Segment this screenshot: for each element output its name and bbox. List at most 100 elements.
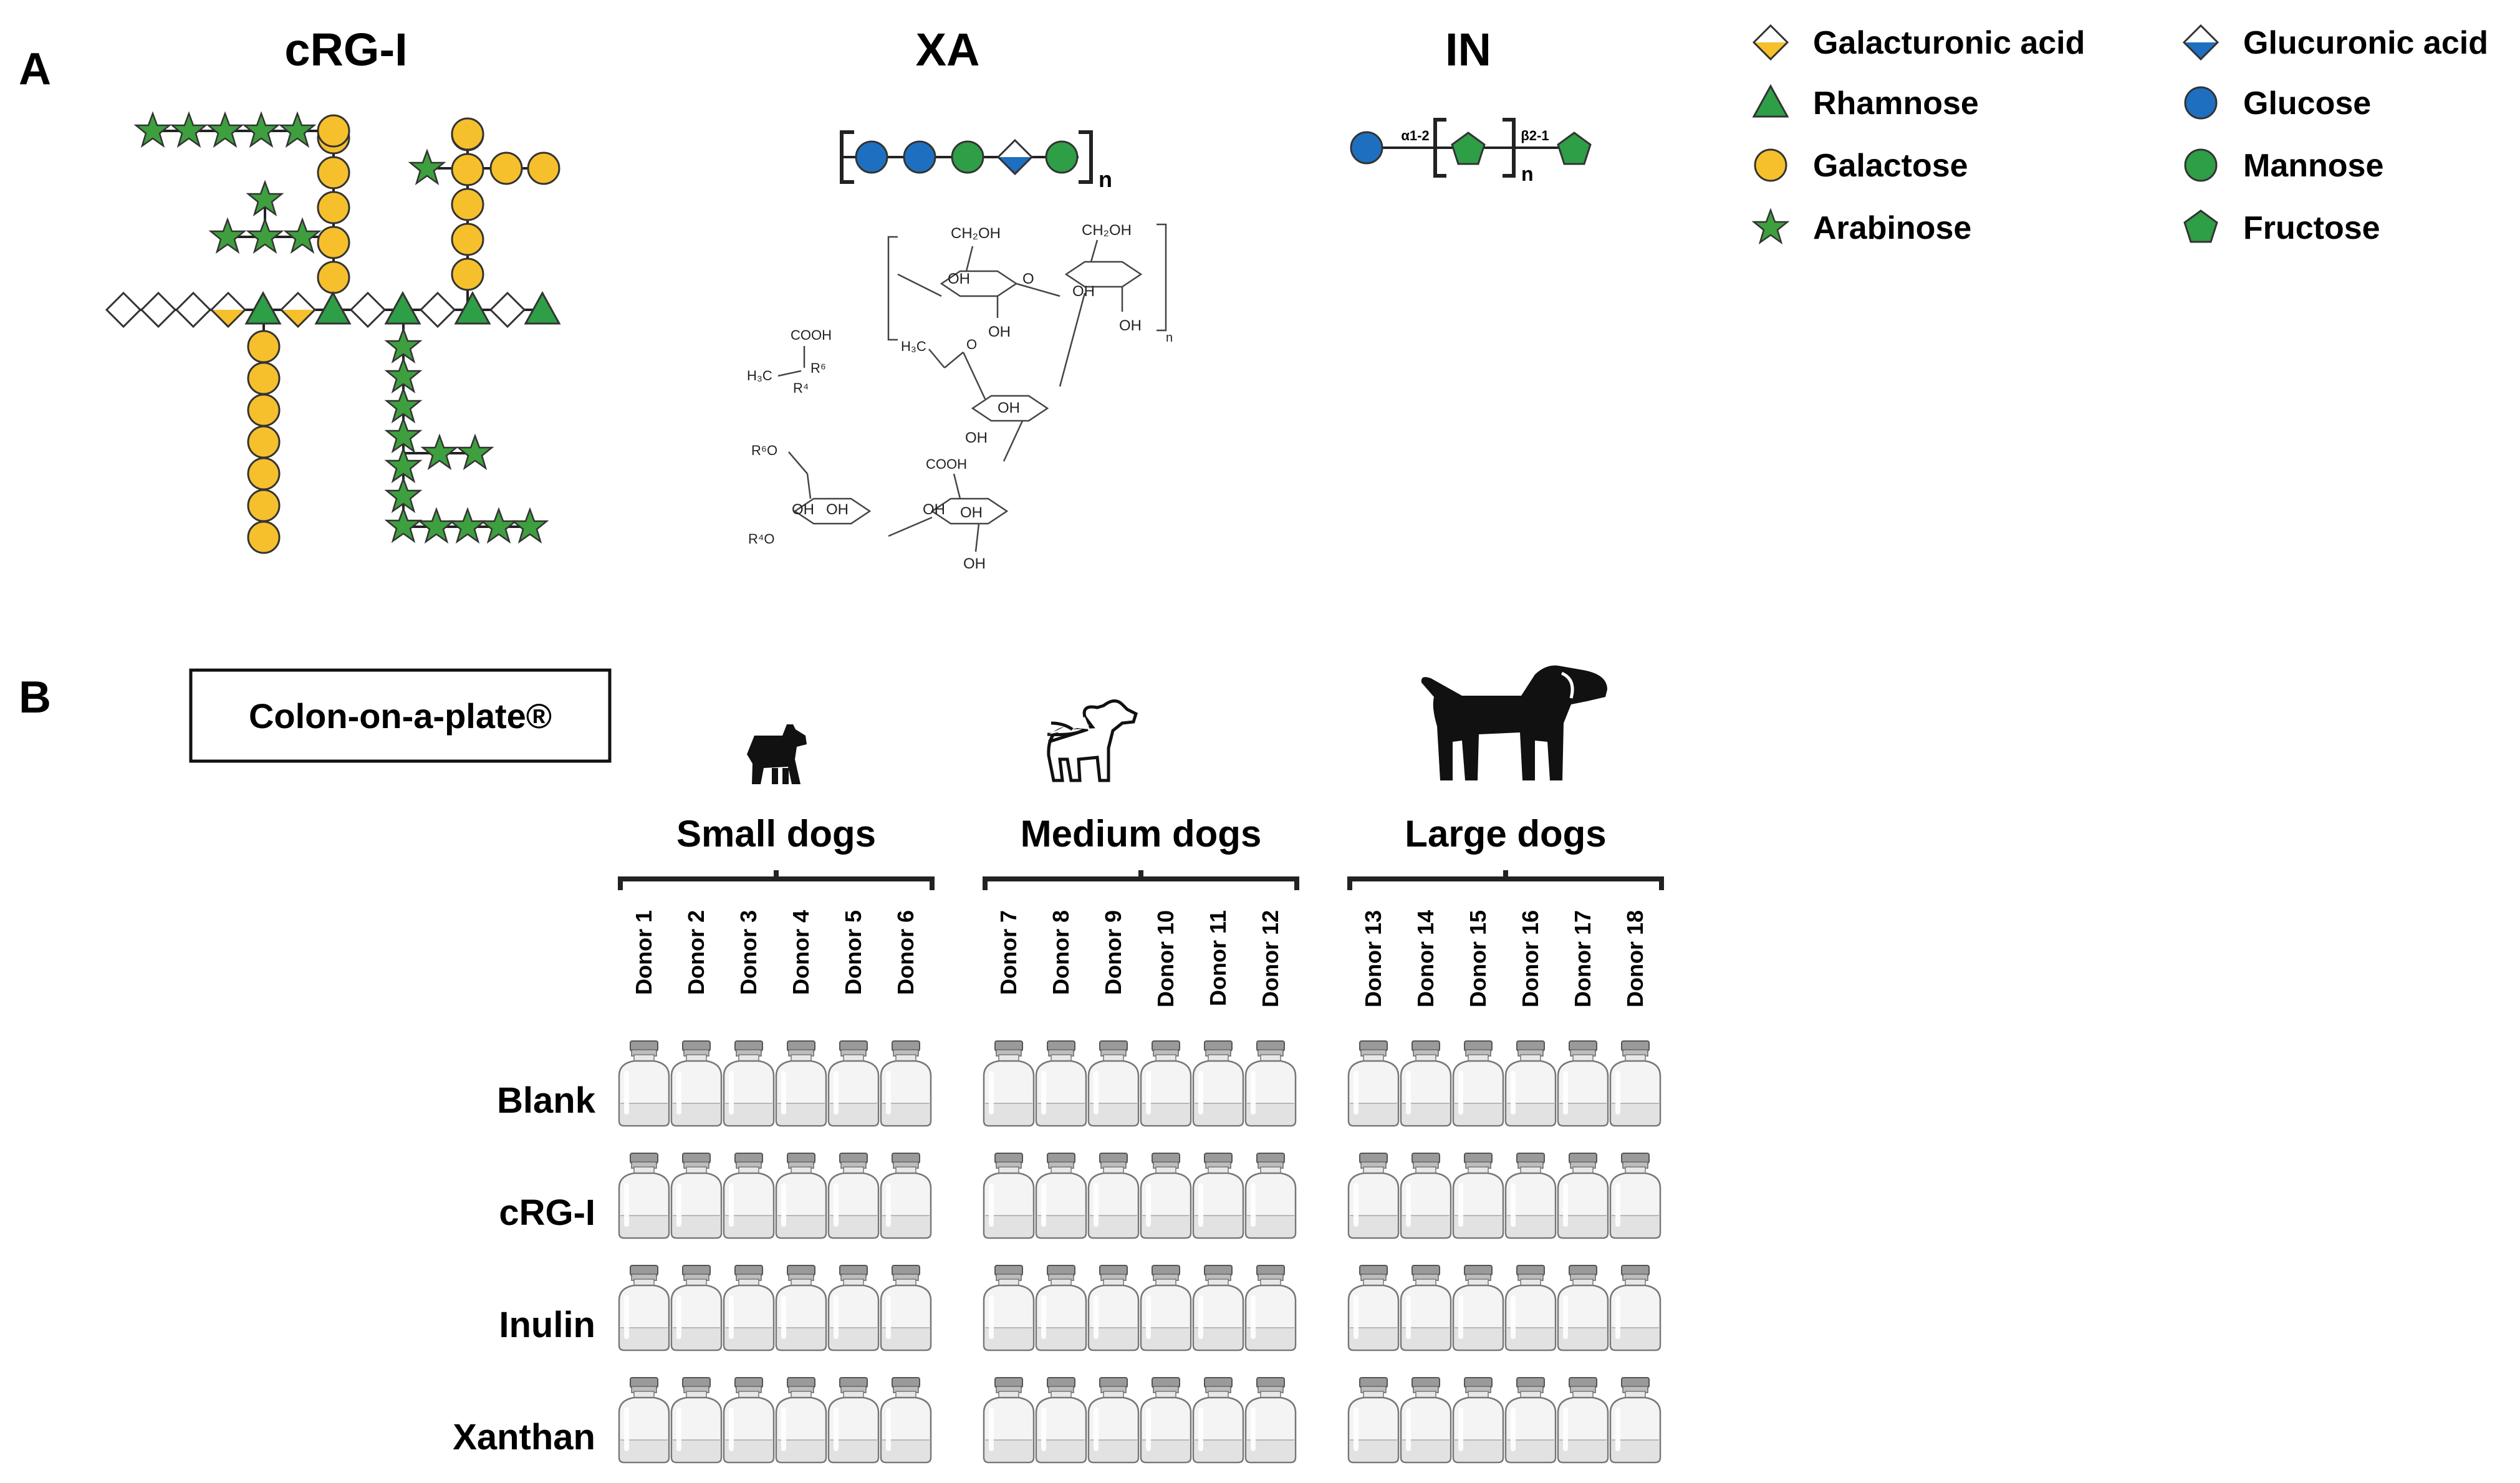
in-title: IN [1445,24,1491,75]
vial-icon [983,1264,1035,1351]
diamond-blue-bottom-icon [2183,24,2219,60]
chem-r4-label: R⁴ [793,380,809,396]
vial-icon [1035,1040,1087,1127]
vial-icon [1087,1040,1140,1127]
galactose-icon [317,226,350,259]
vial-icon [775,1152,827,1239]
donor-label: Donor 10 [1153,910,1178,1007]
vial-icon [670,1040,723,1127]
vial-icon [1557,1376,1609,1464]
vial-icon [1452,1376,1504,1464]
xa-title: XA [916,24,980,75]
legend-label: Galacturonic acid [1813,25,2085,61]
large-dog-icon [1421,665,1607,780]
chem-ch2oh-label: CH₂OH [951,225,1001,242]
group-title: Large dogs [1405,813,1606,855]
vial-icon [618,1376,670,1464]
donor-label: Donor 3 [736,910,761,995]
panel-b-letter: B [19,673,51,722]
vial-icon [1400,1040,1452,1127]
legend-item: Mannose [2184,148,2383,184]
vial-icon [827,1376,880,1464]
galactose-icon [247,425,281,459]
galacturonic-acid-icon [140,292,176,328]
vial-icon [1557,1152,1609,1239]
vial-icon [1244,1376,1297,1464]
galactose-icon [247,457,281,491]
in-link-beta: β2-1 [1521,128,1549,143]
in-link-alpha: α1-2 [1401,128,1429,143]
vial-icon [670,1376,723,1464]
legend-item: Glucuronic acid [2183,24,2488,61]
galactose-icon [247,393,281,427]
vial-icon [983,1040,1035,1127]
galactose-icon [451,257,484,291]
vial-icon [827,1152,880,1239]
vial-icon [880,1040,932,1127]
donor-label: Donor 1 [631,910,656,995]
treatment-label: Blank [497,1080,596,1121]
chem-oh-label: OH [988,324,1011,340]
arabinose-icon [279,112,315,147]
arabinose-icon [171,112,207,147]
arabinose-icon [209,218,246,253]
vial-icon [1192,1264,1244,1351]
donor-label: Donor 11 [1205,910,1231,1006]
donor-label: Donor 8 [1048,910,1074,995]
fructose-icon [1557,132,1592,165]
vial-icon [1504,1152,1557,1239]
chem-oh-label: OH [1119,317,1142,334]
vial-icon [1192,1040,1244,1127]
vial-icon [1504,1264,1557,1351]
glucuronic-acid-icon [997,139,1033,175]
vial-icon [1035,1376,1087,1464]
vial-icon [1192,1152,1244,1239]
chem-n-label: n [1166,331,1173,345]
vial-icon [1140,1376,1192,1464]
small-dog-icon [747,724,807,784]
treatment-label: cRG-I [499,1193,595,1233]
vial-icon [1087,1264,1140,1351]
vial-icon [1347,1152,1400,1239]
vial-icon [618,1040,670,1127]
chem-r4o-label: R⁴O [748,531,774,547]
vial-icon [1140,1264,1192,1351]
vial-icon [1400,1376,1452,1464]
galactose-icon [451,153,484,186]
vial-icon [775,1264,827,1351]
glucose-icon [855,140,888,174]
arabinose-icon [243,112,279,147]
vial-icon [1557,1040,1609,1127]
xa-bracket-right [1079,130,1093,184]
chem-h3c-label: H₃C [901,338,926,354]
vial-icon [1087,1376,1140,1464]
group-title: Medium dogs [1021,813,1262,855]
vial-icon [1452,1040,1504,1127]
arabinose-icon [207,112,243,147]
xa-bracket-left [840,130,854,184]
vial-icon [1244,1264,1297,1351]
legend-item: Rhamnose [1753,85,1979,122]
mannose-icon [951,140,984,174]
vial-icon [1244,1152,1297,1239]
chem-cooh-label: COOH [791,327,832,343]
arabinose-icon [135,112,171,147]
chem-cooh-label: COOH [926,456,967,472]
vial-icon [775,1040,827,1127]
galactose-icon [451,117,484,151]
donor-label: Donor 2 [683,910,709,995]
star-green-icon [1753,209,1789,244]
galactose-icon [247,330,281,363]
vial-icon [1140,1152,1192,1239]
in-repeat-n: n [1521,163,1534,185]
vial-icon [880,1152,932,1239]
circle-yellow-icon [1754,148,1787,182]
vial-icon [670,1264,723,1351]
inulin-repeat-unit: α1-2 n β2-1 [1350,118,1592,185]
chem-o-label: O [966,337,977,352]
treatment-label: Inulin [499,1305,595,1345]
glucose-icon [1350,131,1383,165]
vial-icon [1347,1264,1400,1351]
legend-label: Rhamnose [1813,85,1979,122]
